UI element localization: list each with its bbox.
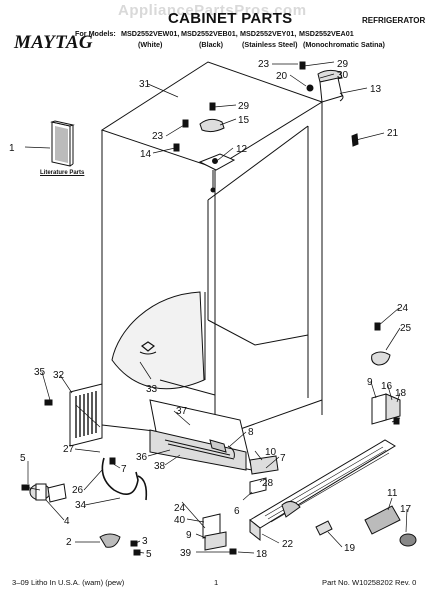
models-prefix: For Models: bbox=[75, 29, 116, 38]
page-title: CABINET PARTS bbox=[168, 10, 293, 27]
hinge-bracket bbox=[198, 118, 236, 193]
page-number: 1 bbox=[214, 578, 219, 587]
part-number-label: 24 bbox=[397, 303, 409, 314]
model-variant: (Black) bbox=[199, 40, 223, 49]
part-number-label: 32 bbox=[53, 370, 65, 381]
part-number-label: 15 bbox=[238, 115, 250, 126]
lower-hinge-cup bbox=[371, 351, 391, 366]
part-number-label: 27 bbox=[63, 444, 75, 455]
water-valve bbox=[29, 483, 67, 503]
lower-front-bracket bbox=[149, 399, 253, 471]
caster-bracket bbox=[202, 513, 227, 551]
part-number-label: 26 bbox=[72, 485, 84, 496]
part-number-label: 19 bbox=[344, 543, 356, 554]
part-number-label: 8 bbox=[248, 427, 254, 438]
part-number-label: 25 bbox=[400, 323, 412, 334]
toe-grille-rail bbox=[249, 439, 396, 542]
part-number-label: 34 bbox=[75, 500, 87, 511]
part-number-label: 16 bbox=[381, 381, 393, 392]
part-number-label: 30 bbox=[337, 70, 349, 81]
leveling-bracket bbox=[249, 455, 279, 495]
part-number-label: 11 bbox=[387, 488, 398, 499]
part-number-label: 39 bbox=[180, 548, 192, 559]
roller-assembly bbox=[364, 505, 417, 547]
part-number-label: 28 bbox=[262, 478, 274, 489]
model-variant: (Monochromatic Satina) bbox=[303, 40, 385, 49]
part-number-label: 14 bbox=[140, 149, 152, 160]
part-number-label: 2 bbox=[66, 537, 72, 548]
part-number-label: 1 bbox=[9, 143, 15, 154]
part-number-label: 38 bbox=[154, 461, 166, 472]
part-number-label: 33 bbox=[146, 384, 158, 395]
part-number-label: 22 bbox=[282, 539, 294, 550]
part-number-label: 7 bbox=[280, 453, 286, 464]
side-vent-grille bbox=[69, 383, 103, 447]
print-info: 3–09 Litho In U.S.A. (wam) (pew) bbox=[12, 578, 125, 587]
part-number-label: 35 bbox=[34, 367, 46, 378]
model-variant: (Stainless Steel) bbox=[242, 40, 298, 49]
part-number-label: 9 bbox=[367, 377, 373, 388]
leader-lines bbox=[24, 61, 408, 554]
model-number: MSD2552VEW01, bbox=[121, 29, 180, 38]
brand-logo: MAYTAG bbox=[14, 32, 93, 53]
part-number-label: 6 bbox=[234, 506, 240, 517]
part-number-label: 5 bbox=[146, 549, 152, 560]
side-wall-cutaway bbox=[111, 291, 206, 390]
part-number-label: 12 bbox=[236, 144, 248, 155]
part-number-label: 3 bbox=[142, 536, 148, 547]
part-number-label: 21 bbox=[387, 128, 399, 139]
part-number-label: 7 bbox=[121, 464, 127, 475]
literature-parts-label: Literature Parts bbox=[40, 170, 85, 176]
part-number-label: 24 bbox=[174, 503, 186, 514]
part-number-label: 20 bbox=[276, 71, 288, 82]
watermark: AppliancePartsPros.com bbox=[118, 2, 307, 19]
water-tubing bbox=[101, 457, 148, 501]
model-number: MSD2552VEB01, bbox=[181, 29, 238, 38]
part-number-label: 10 bbox=[265, 447, 277, 458]
screws bbox=[21, 61, 400, 556]
part-number-label: 29 bbox=[337, 59, 349, 70]
model-variant: (White) bbox=[138, 40, 163, 49]
part-number-label: 17 bbox=[400, 504, 412, 515]
part-number-label: 37 bbox=[176, 406, 188, 417]
model-number: MSD2552VEY01, bbox=[240, 29, 297, 38]
part-number-label: 5 bbox=[20, 453, 26, 464]
part-number-label: 9 bbox=[186, 530, 192, 541]
part-number-label: 18 bbox=[395, 388, 407, 399]
part-number-label: 36 bbox=[136, 452, 148, 463]
part-number-label: 4 bbox=[64, 516, 70, 527]
part-number-label: 23 bbox=[152, 131, 164, 142]
part-number-label: 31 bbox=[139, 79, 151, 90]
part-number-label: 13 bbox=[370, 84, 382, 95]
part-number-label: 23 bbox=[258, 59, 270, 70]
top-hinge bbox=[306, 69, 344, 103]
right-bracket bbox=[371, 393, 401, 425]
part-number-label: 18 bbox=[256, 549, 268, 560]
model-number: MSD2552VEA01 bbox=[299, 29, 354, 38]
part-number-reference: Part No. W10258202 Rev. 0 bbox=[322, 578, 417, 587]
part-number-labels: 1 31 23 29 20 30 13 29 15 23 14 12 21 24… bbox=[9, 59, 412, 560]
category-label: REFRIGERATOR bbox=[362, 16, 426, 25]
literature-booklet bbox=[50, 120, 75, 167]
part-number-label: 29 bbox=[238, 101, 250, 112]
part-number-label: 40 bbox=[174, 515, 186, 526]
